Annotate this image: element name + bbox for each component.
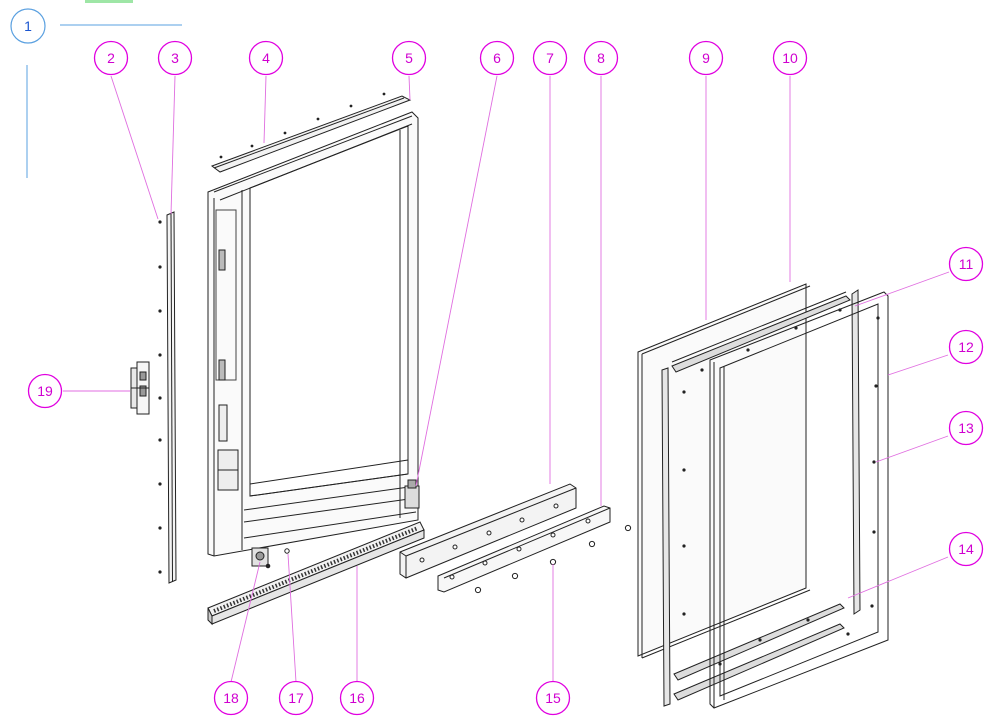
callout-9: 9	[688, 40, 724, 76]
part-15-bumpers	[474, 524, 632, 594]
callout-circle	[391, 40, 427, 76]
part-2-screws	[158, 220, 162, 574]
callout-circle	[948, 531, 984, 567]
callout-14: 14	[948, 531, 984, 567]
callout-18: 18	[213, 680, 249, 716]
callout-circle	[339, 680, 375, 716]
callout-5: 5	[391, 40, 427, 76]
callout-15: 15	[535, 680, 571, 716]
part-5-door-frame	[207, 111, 419, 557]
callout-label: 16	[349, 690, 365, 706]
callout-17: 17	[278, 680, 314, 716]
part-17-washer	[284, 548, 290, 554]
callout-circle	[583, 40, 619, 76]
callout-16: 16	[339, 680, 375, 716]
callouts: 2 3 4 5 6 7 8 9 10 11 12 13 14 15 16 17 18 19	[27, 40, 984, 716]
callout-label: 5	[405, 50, 413, 66]
callout-8: 8	[583, 40, 619, 76]
callout-label: 18	[223, 690, 239, 706]
callout-label: 3	[171, 50, 179, 66]
callout-circle	[213, 680, 249, 716]
callout-6: 6	[479, 40, 515, 76]
callout-label: 4	[262, 50, 270, 66]
callout-19: 19	[27, 373, 63, 409]
callout-circle	[948, 410, 984, 446]
callout-circle	[248, 40, 284, 76]
callout-circle	[688, 40, 724, 76]
callout-label: 12	[958, 339, 974, 355]
callout-circle	[278, 680, 314, 716]
part-16-grille	[207, 521, 425, 626]
callout-13: 13	[948, 410, 984, 446]
callout-label: 19	[37, 383, 53, 399]
part-19-lock	[130, 361, 150, 415]
callout-circle	[479, 40, 515, 76]
callout-label: 11	[959, 256, 974, 272]
callout-circle	[948, 329, 984, 365]
part-13-screws	[682, 308, 880, 666]
part-3-strip	[166, 211, 177, 584]
callout-12: 12	[948, 329, 984, 365]
callout-circle	[772, 40, 808, 76]
part-11-channels	[671, 291, 851, 701]
callout-label: 17	[288, 690, 304, 706]
callout-10: 10	[772, 40, 808, 76]
callout-circle	[157, 40, 193, 76]
part-drawing	[130, 92, 889, 709]
part-8-strip	[437, 505, 611, 593]
callout-label: 8	[597, 50, 605, 66]
callout-7: 7	[532, 40, 568, 76]
callout-label: 7	[546, 50, 554, 66]
callout-label: 2	[107, 50, 115, 66]
part-9-glass	[637, 283, 811, 659]
callout-circle	[535, 680, 571, 716]
callout-4: 4	[248, 40, 284, 76]
title-tab	[85, 0, 133, 3]
callout-circle	[532, 40, 568, 76]
part-12-gasket	[709, 291, 889, 709]
part-18-hinge-lower	[251, 547, 271, 569]
callout-11: 11	[948, 246, 984, 282]
callout-label: 13	[958, 420, 974, 436]
callout-circle	[27, 373, 63, 409]
part-side-rails	[661, 289, 861, 707]
title-badge	[10, 8, 46, 44]
callout-circle	[948, 246, 984, 282]
callout-label: 9	[702, 50, 710, 66]
part-7-panel	[399, 483, 577, 579]
callout-2: 2	[93, 40, 129, 76]
callout-label: 10	[782, 50, 798, 66]
callout-label: 6	[493, 50, 501, 66]
title-number: 1	[24, 18, 32, 34]
leader-lines	[63, 75, 950, 683]
callout-circle	[93, 40, 129, 76]
callout-label: 14	[958, 541, 974, 557]
title-marker: 1	[10, 0, 182, 178]
callout-label: 15	[545, 690, 561, 706]
callout-3: 3	[157, 40, 193, 76]
